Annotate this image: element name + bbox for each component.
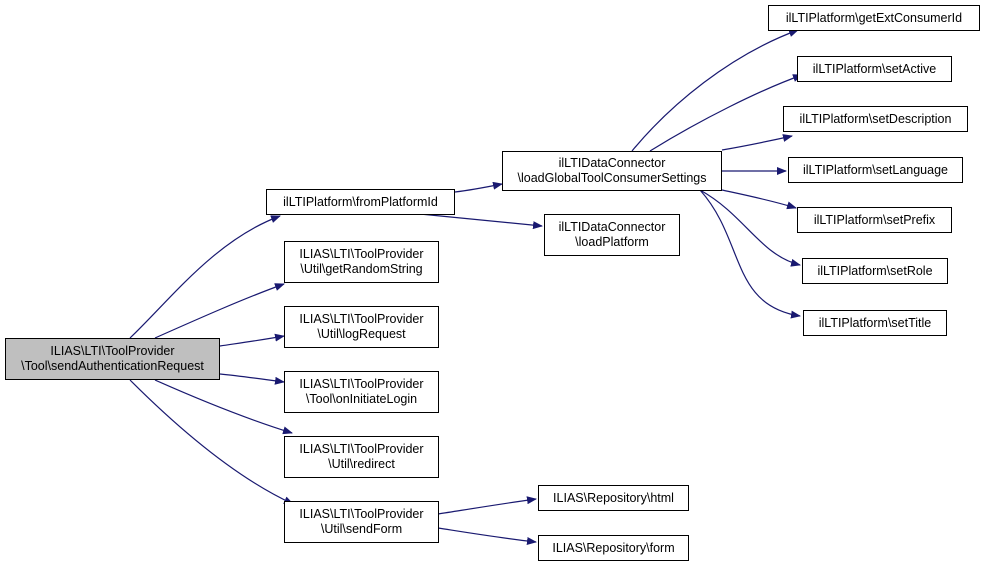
edge-sendForm-html [437,496,537,515]
node-on-initiate-login[interactable]: ILIAS\LTI\ToolProvider \Tool\onInitiateL… [284,371,439,413]
node-label-line2: \Tool\onInitiateLogin [305,392,418,406]
node-label: ilLTIPlatform\setPrefix [813,212,936,227]
node-repository-form[interactable]: ILIAS\Repository\form [538,535,689,561]
node-label: ilLTIPlatform\setTitle [818,315,932,330]
edge-sendForm-form [437,527,537,545]
edge-loadGlobal-setActive [649,74,803,152]
node-label: ilLTIPlatform\setRole [817,263,933,278]
node-label-line1: ILIAS\LTI\ToolProvider [50,344,175,358]
edge-loadGlobal-getExtConsumerId [631,29,799,152]
node-set-title[interactable]: ilLTIPlatform\setTitle [803,310,947,336]
edge-root-fromPlatformId [129,215,281,339]
edge-root-onInitiateLogin [219,373,285,385]
node-label-line1: ilLTIDataConnector [558,220,666,234]
node-label-line2: \Util\logRequest [317,327,406,341]
edge-loadGlobal-setDescription [721,134,793,151]
node-label: ilLTIPlatform\getExtConsumerId [785,10,963,25]
edge-loadGlobal-setPrefix [721,189,797,210]
node-set-role[interactable]: ilLTIPlatform\setRole [802,258,948,284]
node-from-platform-id[interactable]: ilLTIPlatform\fromPlatformId [266,189,455,215]
edge-root-redirect [154,379,293,435]
edge-loadGlobal-setTitle [699,189,801,319]
node-label-line2: \Util\sendForm [320,522,403,536]
node-set-active[interactable]: ilLTIPlatform\setActive [797,56,952,82]
node-label-line1: ILIAS\LTI\ToolProvider [299,247,424,261]
node-load-global-tool-consumer-settings[interactable]: ilLTIDataConnector \loadGlobalToolConsum… [502,151,722,191]
edge-root-logRequest [219,333,285,347]
node-set-description[interactable]: ilLTIPlatform\setDescription [783,106,968,132]
node-label-line1: ILIAS\LTI\ToolProvider [299,312,424,326]
node-label-line1: ILIAS\LTI\ToolProvider [299,442,424,456]
node-set-language[interactable]: ilLTIPlatform\setLanguage [788,157,963,183]
node-redirect[interactable]: ILIAS\LTI\ToolProvider \Util\redirect [284,436,439,478]
node-label-line2: \loadGlobalToolConsumerSettings [517,171,707,185]
edge-root-sendForm [129,379,294,505]
node-label: ilLTIPlatform\setLanguage [803,162,948,177]
node-get-ext-consumer-id[interactable]: ilLTIPlatform\getExtConsumerId [768,5,980,31]
node-label: ilLTIPlatform\setDescription [799,111,952,126]
edge-loadGlobal-setRole [699,189,801,267]
node-label-line1: ILIAS\LTI\ToolProvider [299,377,424,391]
node-send-authentication-request: ILIAS\LTI\ToolProvider \Tool\sendAuthent… [5,338,220,380]
node-log-request[interactable]: ILIAS\LTI\ToolProvider \Util\logRequest [284,306,439,348]
node-label: ILIAS\Repository\form [552,540,675,555]
node-load-platform[interactable]: ilLTIDataConnector \loadPlatform [544,214,680,256]
node-repository-html[interactable]: ILIAS\Repository\html [538,485,689,511]
node-send-form[interactable]: ILIAS\LTI\ToolProvider \Util\sendForm [284,501,439,543]
node-label: ILIAS\Repository\html [553,490,674,505]
node-label-line2: \Tool\sendAuthenticationRequest [21,359,204,373]
node-set-prefix[interactable]: ilLTIPlatform\setPrefix [797,207,952,233]
node-label-line1: ilLTIDataConnector [558,156,666,170]
node-label-line1: ILIAS\LTI\ToolProvider [299,507,424,521]
node-label-line2: \Util\getRandomString [300,262,423,276]
node-label-line2: \loadPlatform [575,235,649,249]
edge-fromPlatformId-loadGlobal [454,181,503,193]
edge-fromPlatformId-loadPlatform [419,213,543,230]
node-get-random-string[interactable]: ILIAS\LTI\ToolProvider \Util\getRandomSt… [284,241,439,283]
edge-root-getRandomString [154,283,285,339]
node-label: ilLTIPlatform\fromPlatformId [283,194,438,209]
node-label-line2: \Util\redirect [328,457,395,471]
node-label: ilLTIPlatform\setActive [812,61,937,76]
